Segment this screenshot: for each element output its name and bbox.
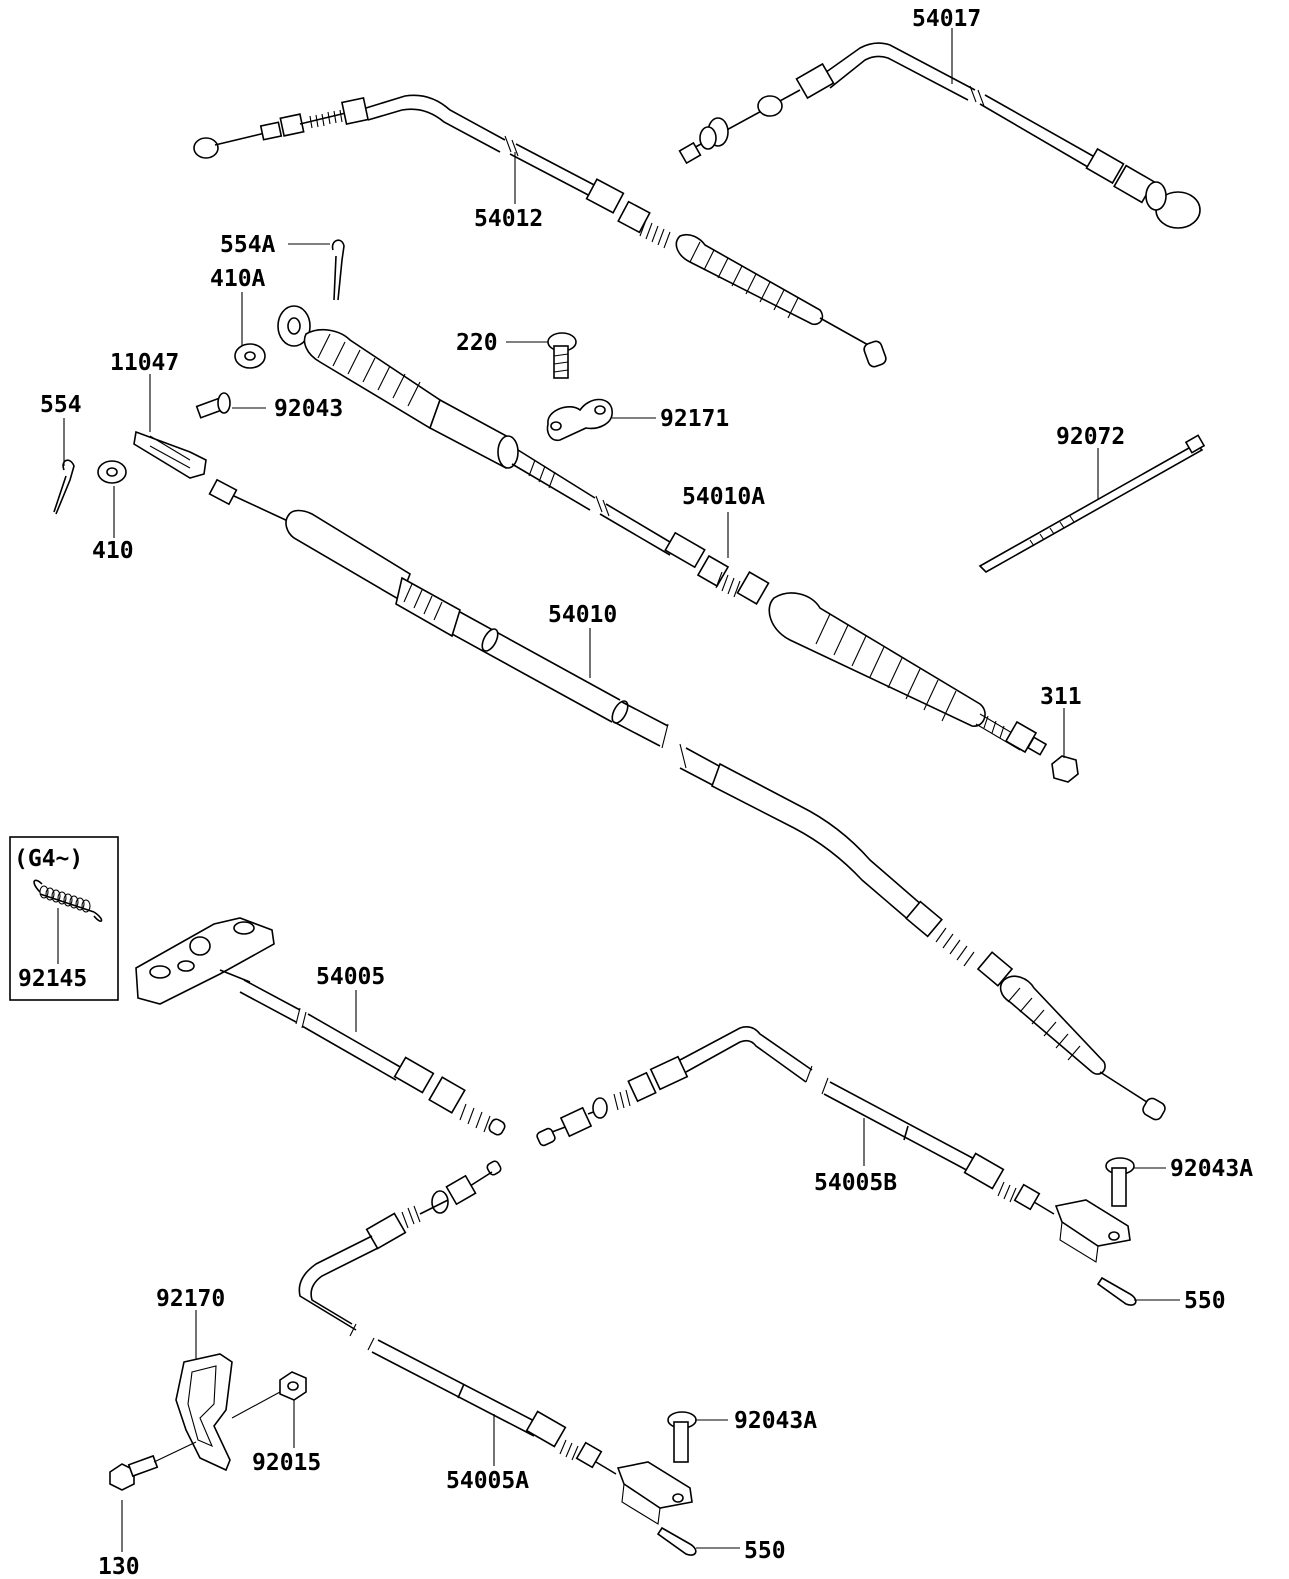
label-92043A-upper: 92043A (1170, 1156, 1253, 1182)
cable-54017 (678, 42, 1201, 229)
label-54010: 54010 (548, 602, 617, 628)
label-92015: 92015 (252, 1450, 321, 1476)
label-54005A: 54005A (446, 1468, 529, 1494)
part-11047-bracket (133, 430, 207, 479)
part-410-washer (97, 460, 127, 484)
part-550-upper-pin (1096, 1276, 1137, 1306)
cable-54012 (193, 94, 887, 368)
part-311-nut (1051, 755, 1079, 783)
label-92145: 92145 (18, 966, 87, 992)
part-92072-tie (978, 434, 1206, 573)
label-410A: 410A (210, 266, 266, 292)
label-92170: 92170 (156, 1286, 225, 1312)
label-54010A: 54010A (682, 484, 765, 510)
label-92171: 92171 (660, 406, 729, 432)
label-inset-note: (G4~) (14, 846, 83, 872)
cable-54005A (298, 1160, 693, 1525)
cable-54005 (135, 917, 506, 1136)
part-92043A-lower-pin (667, 1411, 697, 1463)
label-54017: 54017 (912, 6, 981, 32)
label-130: 130 (98, 1554, 140, 1579)
label-220: 220 (456, 330, 498, 356)
part-92043A-upper-pin (1105, 1157, 1135, 1207)
cable-54005B (536, 1026, 1131, 1263)
label-54005: 54005 (316, 964, 385, 990)
part-220-bolt (547, 332, 577, 379)
part-550-lower-pin (656, 1526, 697, 1556)
leader-lines (57, 28, 1180, 1552)
part-92043-pin (195, 392, 231, 419)
label-92043A-lower: 92043A (734, 1408, 817, 1434)
part-92015-nut (279, 1371, 307, 1401)
inset-92145 (9, 836, 119, 1001)
part-92171-clamp (546, 398, 613, 442)
label-54005B: 54005B (814, 1170, 897, 1196)
label-554: 554 (40, 392, 82, 418)
part-554-clip (53, 459, 75, 515)
label-311: 311 (1040, 684, 1082, 710)
part-130-bolt (109, 1454, 159, 1491)
callout-labels: 54017 54012 554A 410A 220 11047 92043 92… (14, 6, 1253, 1579)
label-410: 410 (92, 538, 134, 564)
part-410A-washer (234, 343, 266, 369)
label-550-lower: 550 (744, 1538, 786, 1564)
part-554A-clip (331, 239, 345, 301)
label-550-upper: 550 (1184, 1288, 1226, 1314)
label-11047: 11047 (110, 350, 179, 376)
label-54012: 54012 (474, 206, 543, 232)
part-92170-bracket (175, 1353, 233, 1472)
cable-54010A (277, 305, 1048, 756)
label-554A: 554A (220, 232, 276, 258)
label-92043: 92043 (274, 396, 343, 422)
label-92072: 92072 (1056, 424, 1125, 450)
cable-54010 (208, 478, 1166, 1121)
